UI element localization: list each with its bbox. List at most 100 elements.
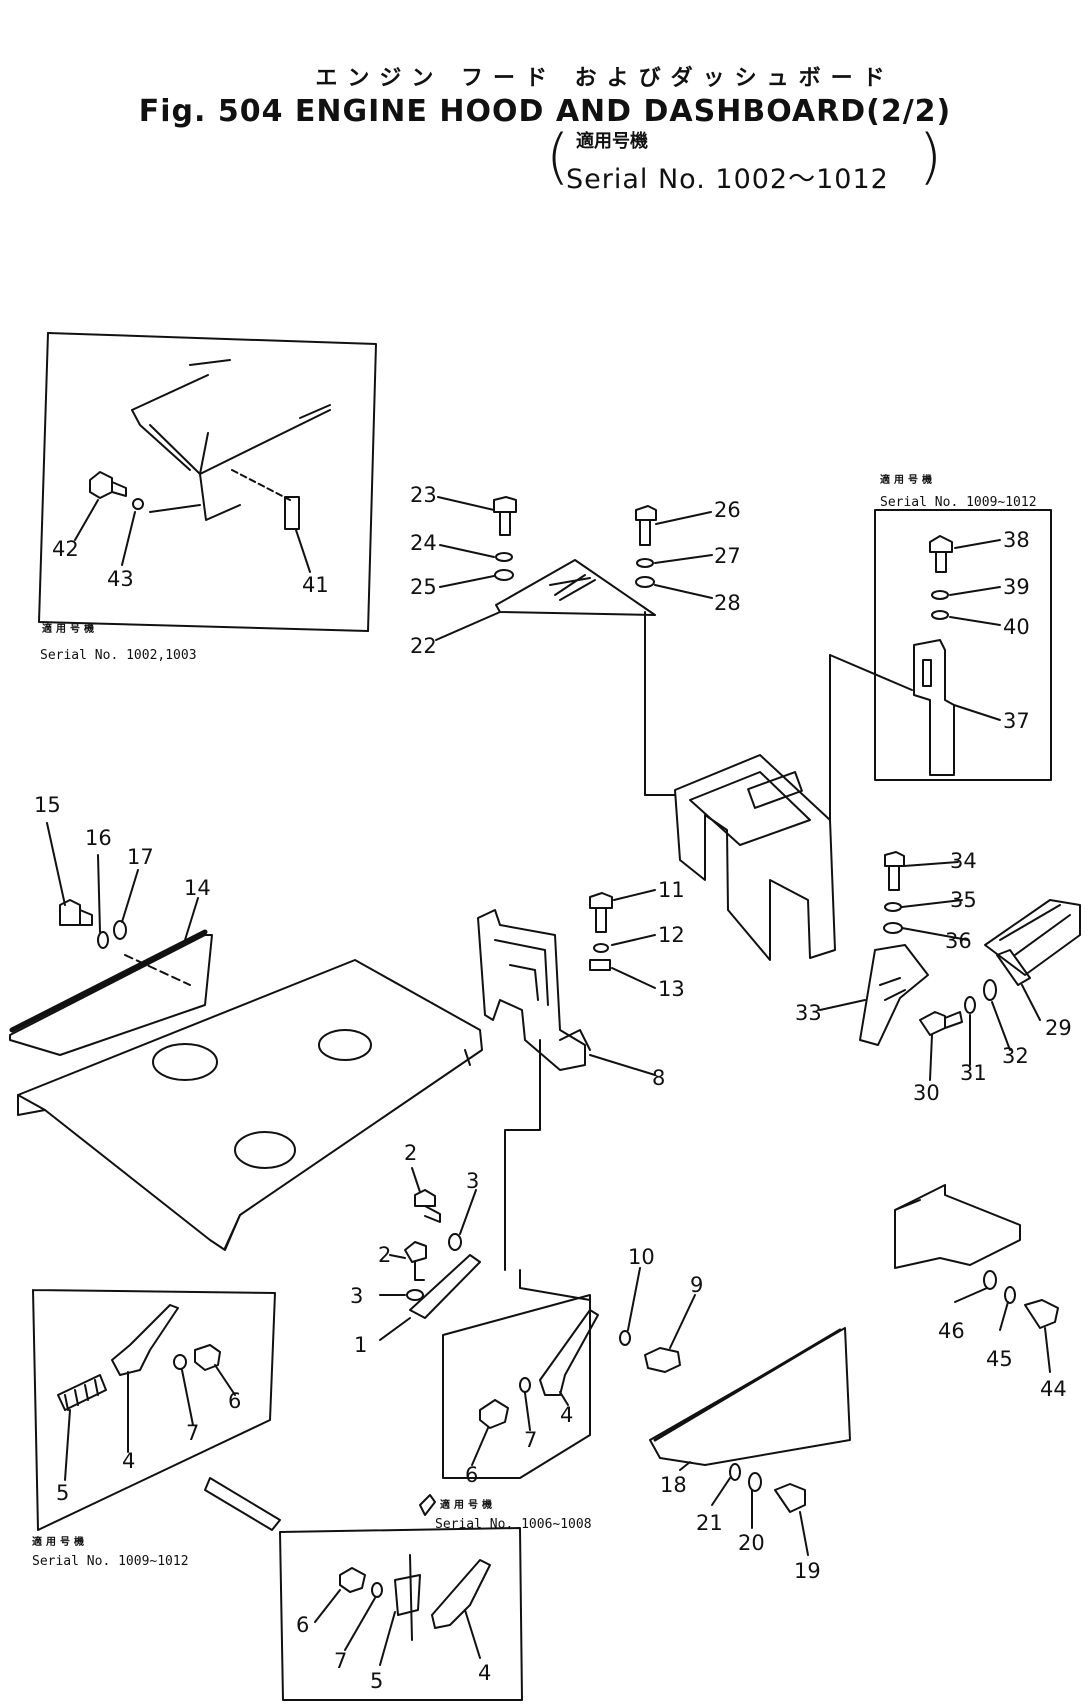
washer-3b bbox=[406, 1289, 424, 1301]
callout-3a: 3 bbox=[466, 1169, 479, 1193]
frame-rail bbox=[984, 899, 1081, 976]
leader-25 bbox=[439, 575, 495, 588]
callout-14: 14 bbox=[184, 876, 211, 900]
leader-30 bbox=[929, 1034, 933, 1081]
bolt-2a bbox=[414, 1189, 441, 1223]
leader-6b bbox=[471, 1427, 489, 1466]
washer-46 bbox=[983, 1270, 997, 1290]
plate-group-22 bbox=[435, 496, 713, 796]
serial-label-japanese: 適用号機 bbox=[576, 131, 648, 152]
leader-43-line bbox=[149, 504, 201, 513]
bolt-42 bbox=[89, 471, 127, 499]
callout-7b: 7 bbox=[524, 1428, 537, 1452]
callout-25: 25 bbox=[410, 575, 437, 599]
washer-25 bbox=[494, 569, 514, 581]
housing-outline bbox=[674, 754, 836, 961]
inset-bottom-variant bbox=[279, 1527, 523, 1701]
callout-42: 42 bbox=[52, 537, 79, 561]
callout-6c: 6 bbox=[296, 1613, 309, 1637]
callout-7a: 7 bbox=[186, 1421, 199, 1445]
leader-14 bbox=[184, 897, 199, 941]
bolt-30 bbox=[919, 1011, 963, 1036]
lever-4c bbox=[431, 1559, 491, 1629]
leader-3a bbox=[459, 1189, 477, 1235]
leader-13 bbox=[611, 967, 656, 989]
bolt-38 bbox=[929, 535, 953, 573]
leader-45 bbox=[999, 1301, 1009, 1331]
washer-36 bbox=[883, 922, 903, 934]
leader-41b bbox=[295, 529, 311, 573]
bolt-9 bbox=[644, 1347, 681, 1373]
leader-35 bbox=[901, 899, 963, 908]
washer-20 bbox=[748, 1472, 762, 1492]
title-japanese: エンジン フード およびダッシュボード bbox=[315, 66, 895, 91]
leader-27 bbox=[654, 554, 713, 564]
frame-group-44 bbox=[894, 1184, 1059, 1373]
bracket-33-detail bbox=[879, 977, 906, 1001]
leader-6c bbox=[314, 1589, 341, 1623]
callout-37: 37 bbox=[1003, 709, 1030, 733]
leader-12 bbox=[611, 934, 656, 946]
washer-32 bbox=[983, 979, 997, 1001]
callout-18: 18 bbox=[660, 1473, 687, 1497]
callout-15: 15 bbox=[34, 793, 61, 817]
plate-22 bbox=[495, 559, 656, 616]
inset-serial-1006-1008 bbox=[419, 1294, 599, 1516]
callout-7c: 7 bbox=[334, 1649, 347, 1673]
inset-serial-1009-1012-left bbox=[32, 1289, 281, 1531]
callout-2a: 2 bbox=[404, 1141, 417, 1165]
callout-21: 21 bbox=[696, 1511, 723, 1535]
cushion-strip bbox=[204, 1477, 281, 1531]
callout-24: 24 bbox=[410, 531, 437, 555]
leader-17 bbox=[121, 869, 139, 923]
cover-18-edge bbox=[653, 1328, 842, 1442]
side-cover-14 bbox=[9, 934, 213, 1056]
washer-17 bbox=[113, 920, 127, 940]
leader-7c bbox=[344, 1597, 376, 1651]
washer-31 bbox=[964, 996, 976, 1014]
leader-7a bbox=[181, 1369, 194, 1426]
callout-39: 39 bbox=[1003, 575, 1030, 599]
callout-33: 33 bbox=[795, 1001, 822, 1025]
leader-42 bbox=[74, 499, 99, 541]
callout-5a: 5 bbox=[56, 1481, 69, 1505]
leader-24 bbox=[439, 544, 495, 558]
serial-applicability: ( 適用号機 Serial No. 1002～1012 ) bbox=[546, 122, 942, 197]
leader-37-housing-b bbox=[829, 654, 913, 691]
lever-4a bbox=[111, 1304, 179, 1376]
inset2-caption: Serial No. 1009~1012 bbox=[880, 495, 1037, 510]
callout-28: 28 bbox=[714, 591, 741, 615]
callout-4b: 4 bbox=[560, 1403, 573, 1427]
plate-hatch bbox=[549, 574, 596, 601]
panel-8 bbox=[477, 909, 586, 1071]
frame-member-edge bbox=[131, 409, 191, 471]
bolt-11 bbox=[589, 892, 613, 933]
callout-32: 32 bbox=[1002, 1044, 1029, 1068]
bolt-23 bbox=[493, 496, 517, 536]
bolt-6b bbox=[479, 1399, 509, 1429]
washer-45 bbox=[1004, 1286, 1016, 1304]
bolt-19 bbox=[774, 1483, 806, 1513]
housing-slot bbox=[747, 771, 803, 809]
dashboard-hole-2 bbox=[318, 1029, 372, 1061]
inset-frame-bottom bbox=[279, 1527, 523, 1701]
inset4-caption: Serial No. 1006~1008 bbox=[435, 1517, 592, 1532]
washer-21 bbox=[729, 1463, 741, 1481]
right-paren: ) bbox=[918, 122, 942, 192]
dashboard-outline bbox=[17, 959, 483, 1251]
leader-37 bbox=[953, 704, 1001, 721]
washer-16 bbox=[97, 931, 109, 949]
left-paren: ( bbox=[546, 122, 570, 192]
bolt-2b bbox=[404, 1241, 427, 1281]
washer-3a bbox=[448, 1233, 462, 1251]
leader-44 bbox=[1044, 1327, 1051, 1373]
callout-45: 45 bbox=[986, 1347, 1013, 1371]
leader-1 bbox=[379, 1317, 411, 1341]
washer-7c bbox=[371, 1582, 383, 1598]
inset4-caption-jp: 適用号機 bbox=[440, 1498, 496, 1511]
washer-39 bbox=[931, 590, 949, 600]
callout-17: 17 bbox=[127, 845, 154, 869]
housing-top-face bbox=[689, 771, 811, 846]
inset-serial-1009-1012-top bbox=[874, 509, 1052, 781]
